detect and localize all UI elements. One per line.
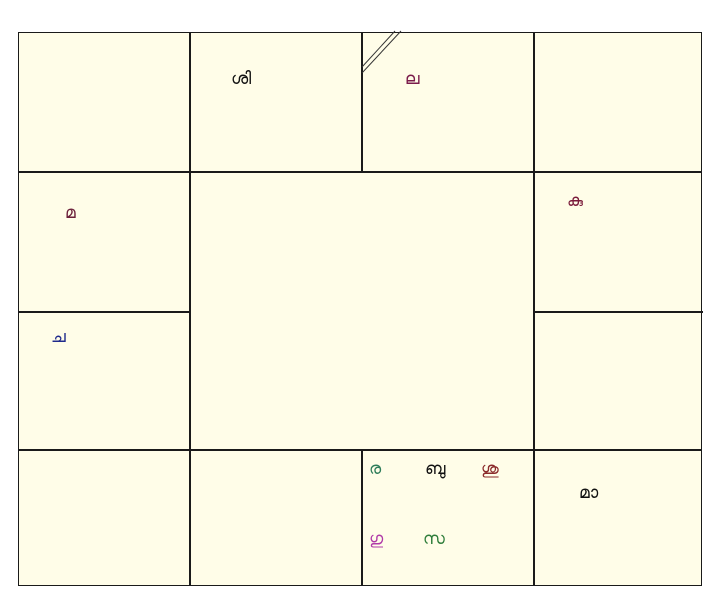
planet-label: മാ bbox=[579, 483, 599, 503]
grid-line bbox=[189, 33, 191, 171]
planet-label: ശു bbox=[481, 459, 499, 479]
lagna-marker bbox=[361, 30, 402, 73]
grid-line bbox=[533, 311, 703, 313]
planet-label: ശി bbox=[231, 69, 252, 89]
grid-line bbox=[361, 33, 363, 171]
grid-line bbox=[19, 171, 701, 173]
grid-line bbox=[19, 311, 190, 313]
rasi-chart: ശി ല മ ച കു ര ബു ശു ഗു സ മാ bbox=[18, 30, 703, 586]
planet-label: ര bbox=[369, 459, 382, 479]
planet-label: മ bbox=[65, 203, 76, 223]
planet-label: സ bbox=[423, 529, 445, 549]
grid-line bbox=[533, 33, 535, 585]
planet-label: ഗു bbox=[369, 529, 384, 549]
planet-label: ബു bbox=[425, 459, 446, 479]
planet-label: ച bbox=[51, 327, 66, 347]
grid-line bbox=[19, 449, 701, 451]
grid-line bbox=[189, 171, 191, 585]
planet-label: ല bbox=[405, 69, 420, 89]
grid-line bbox=[361, 449, 363, 585]
planet-label: കു bbox=[567, 191, 583, 211]
